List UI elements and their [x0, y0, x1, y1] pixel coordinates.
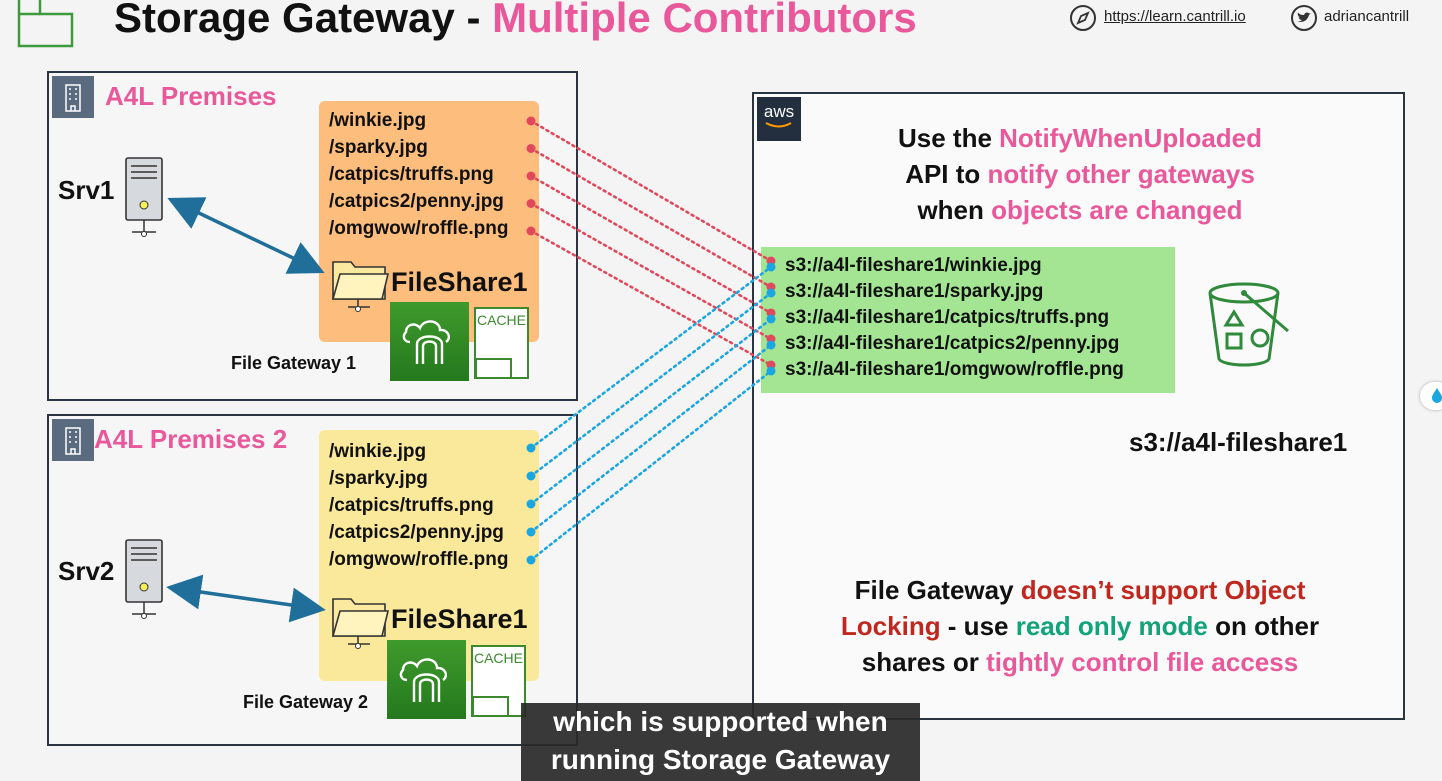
file-item: /sparky.jpg [329, 137, 428, 158]
srv2-label: Srv2 [58, 556, 115, 586]
folder-share1-icon [330, 254, 390, 314]
fileshare1-label: FileShare1 [391, 267, 528, 297]
subtitle-caption: which is supported when running Storage … [521, 703, 920, 781]
cache-icon: CACHE [471, 645, 526, 717]
server1-icon [124, 157, 166, 239]
building-icon [52, 76, 94, 118]
fileshare1-file-list: /winkie.jpg /sparky.jpg /catpics/truffs.… [319, 101, 539, 342]
file-gateway-icon [387, 640, 466, 719]
page-title: Storage Gateway - Multiple Contributors [114, 0, 917, 41]
server2-icon [124, 539, 166, 621]
twitter-handle: adriancantrill [1324, 8, 1410, 25]
premises2-label: A4L Premises 2 [94, 424, 288, 454]
s3-object: s3://a4l-fileshare1/winkie.jpg [785, 255, 1042, 276]
fileshare2-file-list: /winkie.jpg /sparky.jpg /catpics/truffs.… [319, 430, 539, 681]
premises1-label: A4L Premises [105, 81, 277, 111]
file-item: /catpics/truffs.png [329, 495, 494, 516]
s3-object-list: s3://a4l-fileshare1/winkie.jpg s3://a4l-… [761, 247, 1175, 393]
s3-object: s3://a4l-fileshare1/sparky.jpg [785, 281, 1044, 302]
compass-icon [1069, 4, 1097, 32]
locking-note: File Gateway doesn’t support Object Lock… [840, 575, 1320, 677]
s3-bucket-icon [1204, 279, 1296, 371]
file-item: /winkie.jpg [329, 110, 427, 131]
file-item: /omgwow/roffle.png [329, 549, 509, 570]
srv1-label: Srv1 [58, 175, 115, 205]
cache-icon: CACHE [474, 307, 529, 379]
notify-description: Use the NotifyWhenUploaded API to notify… [897, 123, 1263, 225]
fileshare2-label: FileShare1 [391, 604, 528, 634]
file-item: /catpics2/penny.jpg [329, 191, 504, 212]
aws-logo-icon: aws [757, 97, 801, 141]
file-item: /catpics2/penny.jpg [329, 522, 504, 543]
aws-cloud-box [752, 92, 1405, 720]
twitter-icon [1290, 4, 1318, 32]
s3-object: s3://a4l-fileshare1/omgwow/roffle.png [785, 359, 1124, 380]
gateway1-label: File Gateway 1 [231, 353, 357, 373]
s3-object: s3://a4l-fileshare1/catpics2/penny.jpg [785, 333, 1120, 354]
folder-share2-icon [330, 591, 390, 651]
file-item: /omgwow/roffle.png [329, 218, 509, 239]
s3-object: s3://a4l-fileshare1/catpics/truffs.png [785, 307, 1110, 328]
building-icon [52, 419, 94, 461]
side-widget-icon[interactable] [1420, 382, 1442, 410]
gateway2-label: File Gateway 2 [243, 692, 369, 712]
course-link[interactable]: https://learn.cantrill.io [1104, 8, 1246, 25]
file-item: /sparky.jpg [329, 468, 428, 489]
folder-logo-icon [16, 0, 74, 48]
bucket-name: s3://a4l-fileshare1 [1129, 427, 1348, 457]
file-gateway-icon [390, 302, 469, 381]
file-item: /catpics/truffs.png [329, 164, 494, 185]
file-item: /winkie.jpg [329, 441, 427, 462]
